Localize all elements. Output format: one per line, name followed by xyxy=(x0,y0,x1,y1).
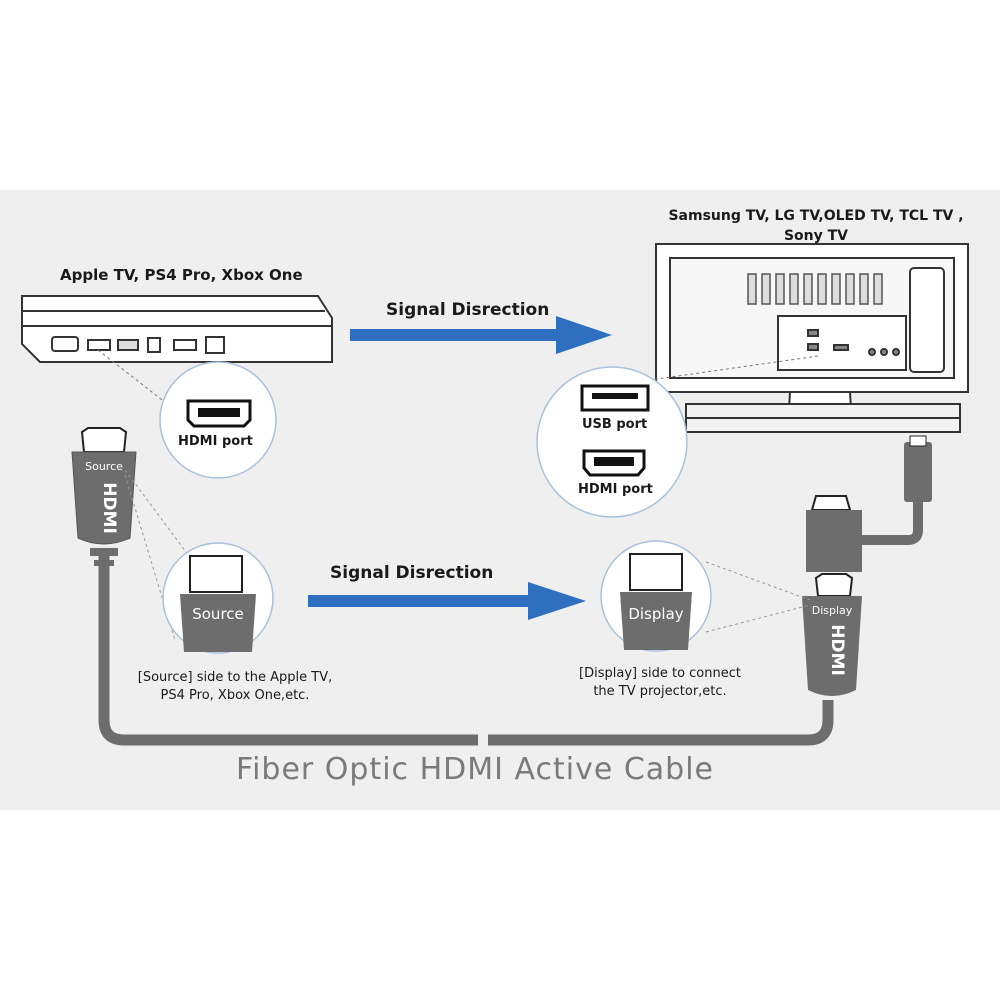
hdmi-port-label: HDMI port xyxy=(178,434,253,449)
display-plug-tag: Display xyxy=(812,604,853,617)
display-zoom-line-1 xyxy=(705,561,811,601)
tv-device xyxy=(655,243,969,433)
source-zoom-line-1 xyxy=(124,469,193,561)
display-caption-line1: [Display] side to connect xyxy=(579,666,741,681)
zoom-display-tag: Display xyxy=(628,605,683,623)
cable-left xyxy=(98,548,478,746)
hdmi-port-icon xyxy=(186,399,252,428)
source-zoom-plug xyxy=(180,555,256,652)
tv-zoom-line xyxy=(649,355,819,381)
source-plug xyxy=(71,427,137,566)
source-zoom-line-2 xyxy=(124,474,176,641)
console-zoom-line xyxy=(97,349,176,411)
top-signal-arrow xyxy=(350,316,612,354)
source-device-label: Apple TV, PS4 Pro, Xbox One xyxy=(60,266,303,284)
console-device xyxy=(21,295,333,363)
cable-right xyxy=(488,700,834,746)
hdmi-port-tv-icon xyxy=(582,449,646,477)
hdmi-port-tv-label: HDMI port xyxy=(578,482,653,497)
bottom-signal-arrow xyxy=(308,582,586,620)
usb-power-cable xyxy=(860,435,932,545)
usb-port-label: USB port xyxy=(582,417,648,432)
tv-label-line2: Sony TV xyxy=(783,228,849,244)
display-plug-brand: HDMI xyxy=(827,624,847,676)
source-plug-brand: HDMI xyxy=(99,482,119,534)
zoom-source-tag: Source xyxy=(192,605,244,623)
top-arrow-label: Signal Disrection xyxy=(386,300,550,320)
display-caption-line2: the TV projector,etc. xyxy=(593,684,727,699)
diagram-title: Fiber Optic HDMI Active Cable xyxy=(236,752,714,787)
usb-port-icon xyxy=(580,384,650,412)
tv-label-line1: Samsung TV, LG TV,OLED TV, TCL TV , xyxy=(668,208,964,224)
display-plug xyxy=(802,573,862,696)
source-caption-line1: [Source] side to the Apple TV, xyxy=(137,670,333,685)
source-plug-tag: Source xyxy=(85,460,123,473)
source-caption-line2: PS4 Pro, Xbox One,etc. xyxy=(160,688,310,703)
display-zoom-plug xyxy=(620,553,692,650)
bottom-arrow-label: Signal Disrection xyxy=(330,563,494,583)
adapter-block xyxy=(806,495,862,572)
